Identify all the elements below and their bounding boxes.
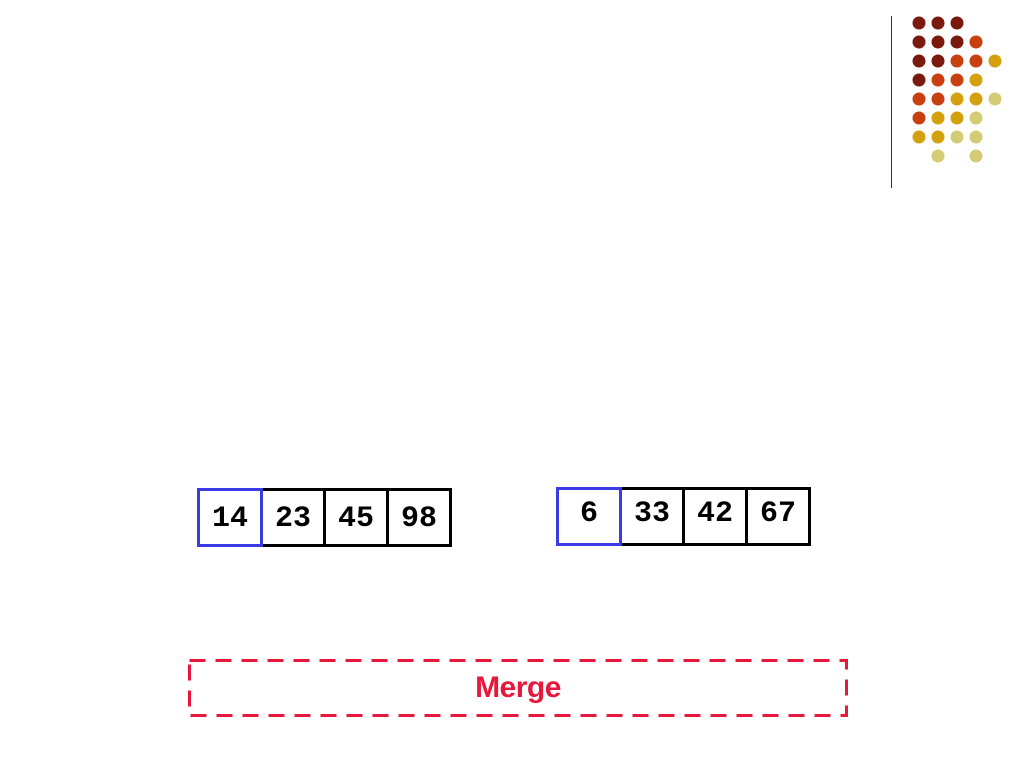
decorative-dot — [969, 54, 983, 68]
decorative-dot — [931, 130, 945, 144]
decorative-dot — [969, 73, 983, 87]
decorative-dot — [969, 35, 983, 49]
decorative-dot — [931, 54, 945, 68]
merge-label: Merge — [475, 671, 561, 704]
right-array-cell: 33 — [619, 487, 685, 546]
decorative-dot — [912, 35, 926, 49]
vertical-divider — [891, 16, 892, 188]
decorative-dot — [950, 130, 964, 144]
decorative-dot-grid — [912, 16, 1002, 163]
decorative-dot — [950, 92, 964, 106]
decorative-dot — [969, 92, 983, 106]
decorative-dot — [988, 54, 1002, 68]
decorative-dot — [912, 92, 926, 106]
decorative-dot — [988, 92, 1002, 106]
right-array-cell: 6 — [556, 487, 622, 546]
right-array: 6 33 42 67 — [556, 487, 811, 546]
merge-dashed-border — [188, 659, 848, 717]
decorative-dot — [969, 130, 983, 144]
decorative-dot — [931, 35, 945, 49]
decorative-dot — [912, 130, 926, 144]
decorative-dot — [931, 111, 945, 125]
decorative-dot — [950, 16, 964, 30]
decorative-dot — [912, 111, 926, 125]
decorative-dot — [931, 92, 945, 106]
left-array-cell: 14 — [197, 488, 263, 547]
decorative-dot — [950, 35, 964, 49]
decorative-dot — [969, 149, 983, 163]
decorative-dot — [912, 54, 926, 68]
decorative-dot — [912, 73, 926, 87]
decorative-dot — [950, 73, 964, 87]
right-array-cell: 67 — [745, 487, 811, 546]
decorative-dot — [912, 16, 926, 30]
left-array-cell: 45 — [323, 488, 389, 547]
decorative-dot — [931, 16, 945, 30]
merge-button[interactable]: Merge — [188, 659, 848, 717]
left-array: 14 23 45 98 — [197, 488, 452, 547]
decorative-dot — [950, 111, 964, 125]
decorative-dot — [950, 54, 964, 68]
decorative-dot — [931, 149, 945, 163]
decorative-dot — [969, 111, 983, 125]
right-array-cell: 42 — [682, 487, 748, 546]
left-array-cell: 23 — [260, 488, 326, 547]
decorative-dot — [931, 73, 945, 87]
left-array-cell: 98 — [386, 488, 452, 547]
